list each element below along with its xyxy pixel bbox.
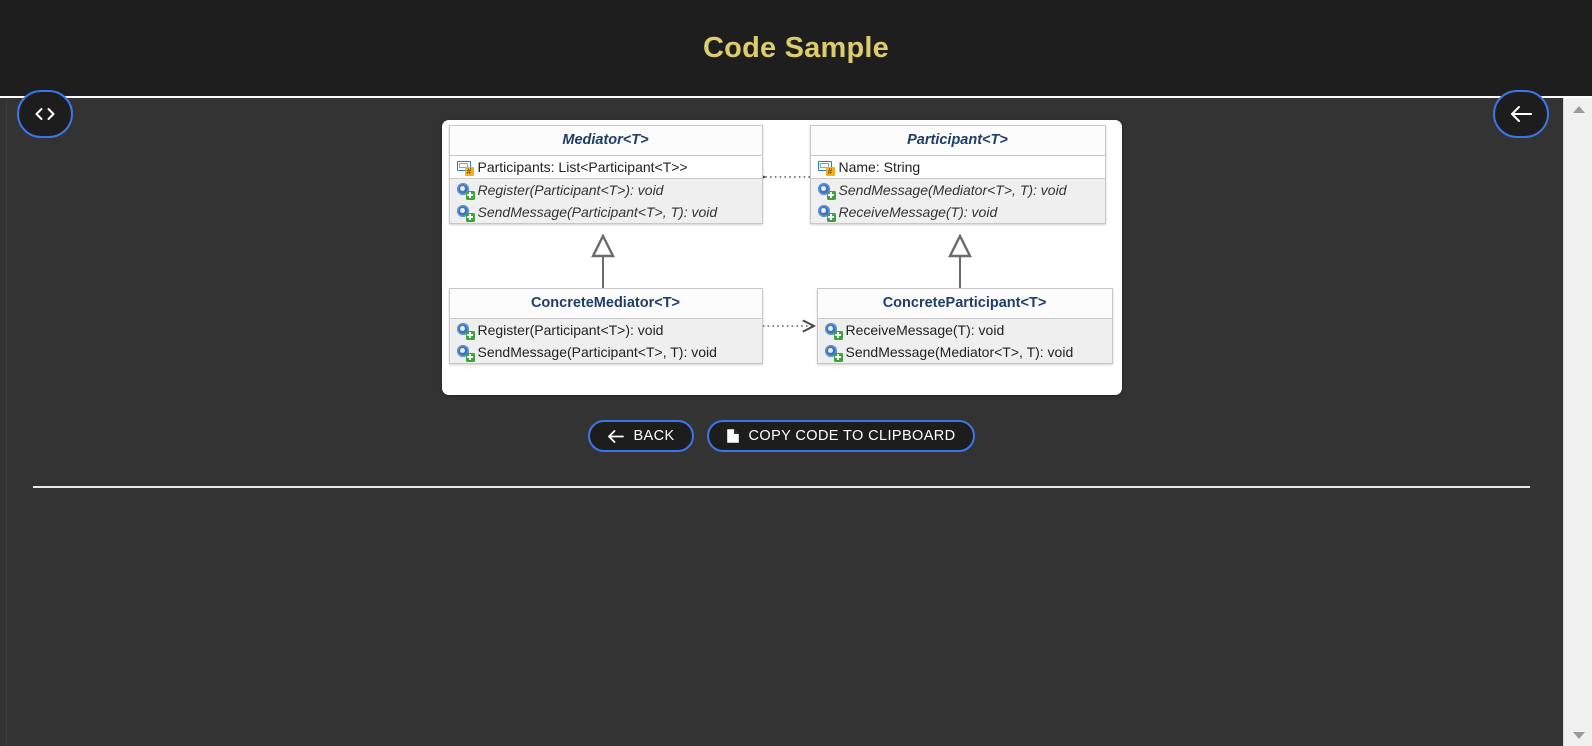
arrow-left-icon bbox=[1509, 105, 1533, 123]
field-label: Name: String bbox=[838, 159, 921, 175]
back-button-label: BACK bbox=[633, 428, 675, 444]
action-button-row: BACK COPY CODE TO CLIPBOARD bbox=[0, 420, 1563, 452]
class-field-row: # Participants: List<Participant<T>> bbox=[450, 156, 762, 178]
code-brackets-icon bbox=[34, 107, 56, 121]
method-icon bbox=[456, 344, 475, 362]
code-toggle-button[interactable] bbox=[17, 90, 73, 138]
vertical-scrollbar[interactable] bbox=[1563, 98, 1592, 746]
field-icon: # bbox=[456, 160, 474, 176]
method-label: SendMessage(Participant<T>, T): void bbox=[477, 204, 718, 220]
page-title: Code Sample bbox=[703, 31, 889, 64]
copy-document-icon bbox=[726, 428, 740, 444]
uml-class-participant[interactable]: Participant<T> # Name: String SendMessag… bbox=[809, 125, 1106, 224]
class-method-row: SendMessage(Participant<T>, T): void bbox=[450, 341, 762, 363]
scroll-up-arrow[interactable] bbox=[1564, 98, 1592, 120]
method-label: SendMessage(Mediator<T>, T): void bbox=[838, 182, 1067, 198]
class-method-row: SendMessage(Mediator<T>, T): void bbox=[818, 341, 1112, 363]
uml-class-concrete-mediator[interactable]: ConcreteMediator<T> Register(Participant… bbox=[448, 288, 763, 364]
copy-code-button[interactable]: COPY CODE TO CLIPBOARD bbox=[706, 420, 975, 452]
class-methods: Register(Participant<T>): void SendMessa… bbox=[449, 178, 762, 223]
method-icon bbox=[824, 344, 843, 362]
field-label: Participants: List<Participant<T>> bbox=[477, 159, 688, 175]
class-method-row: Register(Participant<T>): void bbox=[450, 179, 762, 201]
diagram-area: Mediator<T> # Participants: List<Partici… bbox=[0, 98, 1563, 486]
class-methods: ReceiveMessage(T): void SendMessage(Medi… bbox=[817, 319, 1112, 363]
method-icon bbox=[456, 204, 475, 222]
method-label: ReceiveMessage(T): void bbox=[845, 322, 1005, 338]
uml-class-mediator[interactable]: Mediator<T> # Participants: List<Partici… bbox=[448, 125, 763, 224]
back-button[interactable]: BACK bbox=[588, 420, 694, 452]
class-method-row: Register(Participant<T>): void bbox=[450, 319, 762, 341]
method-label: Register(Participant<T>): void bbox=[477, 322, 664, 338]
class-methods: Register(Participant<T>): void SendMessa… bbox=[449, 319, 762, 363]
uml-diagram-card: Mediator<T> # Participants: List<Partici… bbox=[441, 120, 1122, 395]
method-icon bbox=[456, 322, 475, 340]
class-fields: # Participants: List<Participant<T>> bbox=[449, 156, 762, 178]
class-methods: SendMessage(Mediator<T>, T): void Receiv… bbox=[810, 178, 1105, 223]
arrow-left-icon bbox=[607, 429, 625, 443]
class-field-row: # Name: String bbox=[811, 156, 1105, 178]
page-header: Code Sample bbox=[0, 0, 1592, 98]
class-title: ConcreteMediator<T> bbox=[449, 289, 762, 319]
class-method-row: ReceiveMessage(T): void bbox=[811, 201, 1105, 223]
scroll-down-arrow[interactable] bbox=[1564, 724, 1592, 746]
method-label: SendMessage(Participant<T>, T): void bbox=[477, 344, 717, 360]
top-back-button[interactable] bbox=[1493, 90, 1549, 138]
method-icon bbox=[817, 204, 836, 222]
method-icon bbox=[824, 322, 843, 340]
uml-connectors bbox=[442, 120, 1122, 395]
uml-class-concrete-participant[interactable]: ConcreteParticipant<T> ReceiveMessage(T)… bbox=[816, 288, 1113, 364]
field-icon: # bbox=[817, 160, 835, 176]
left-seam bbox=[6, 98, 7, 746]
class-title: ConcreteParticipant<T> bbox=[817, 289, 1112, 319]
class-title: Participant<T> bbox=[810, 126, 1105, 156]
class-method-row: SendMessage(Participant<T>, T): void bbox=[450, 201, 762, 223]
class-fields: # Name: String bbox=[810, 156, 1105, 178]
section-divider bbox=[33, 486, 1530, 488]
copy-code-button-label: COPY CODE TO CLIPBOARD bbox=[748, 428, 956, 444]
class-method-row: SendMessage(Mediator<T>, T): void bbox=[811, 179, 1105, 201]
class-method-row: ReceiveMessage(T): void bbox=[818, 319, 1112, 341]
class-title: Mediator<T> bbox=[449, 126, 762, 156]
method-label: SendMessage(Mediator<T>, T): void bbox=[845, 344, 1074, 360]
method-icon bbox=[817, 182, 836, 200]
method-label: Register(Participant<T>): void bbox=[477, 182, 664, 198]
method-icon bbox=[456, 182, 475, 200]
method-label: ReceiveMessage(T): void bbox=[838, 204, 998, 220]
